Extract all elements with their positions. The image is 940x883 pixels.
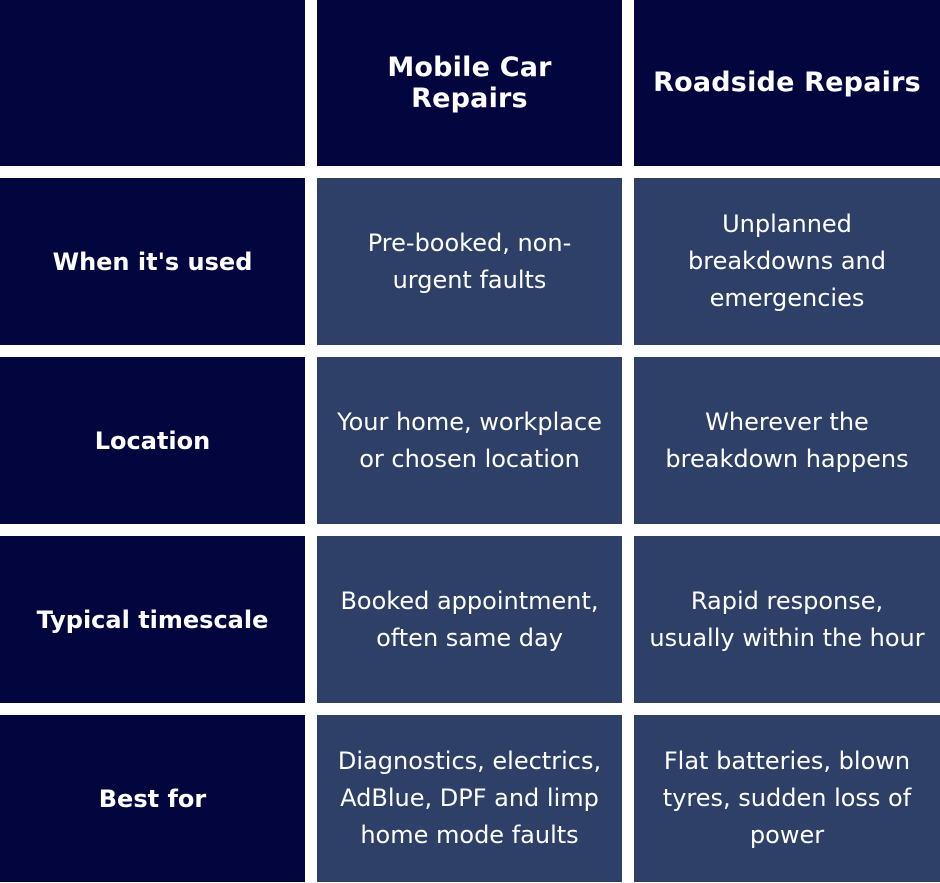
cell-roadside-location: Wherever the breakdown happens: [634, 357, 940, 524]
corner-cell: [0, 0, 305, 166]
column-header-roadside: Roadside Repairs: [634, 0, 940, 166]
cell-text: Rapid response, usually within the hour: [649, 586, 925, 652]
cell-text: Diagnostics, electrics, AdBlue, DPF and …: [337, 747, 602, 849]
row-label-when-used: When it's used: [0, 178, 305, 345]
column-header-roadside-label: Roadside Repairs: [653, 67, 921, 98]
cell-text: Pre-booked, non-urgent faults: [367, 228, 572, 294]
cell-mobile-when-used: Pre-booked, non-urgent faults: [317, 178, 622, 345]
column-header-mobile: Mobile Car Repairs: [317, 0, 622, 166]
cell-roadside-best-for: Flat batteries, blown tyres, sudden loss…: [634, 715, 940, 882]
row-label-text: When it's used: [52, 247, 253, 276]
cell-roadside-when-used: Unplanned breakdowns and emergencies: [634, 178, 940, 345]
row-label-timescale: Typical timescale: [0, 536, 305, 703]
cell-text: Your home, workplace or chosen location: [337, 407, 602, 473]
cell-roadside-timescale: Rapid response, usually within the hour: [634, 536, 940, 703]
column-header-mobile-label: Mobile Car Repairs: [387, 51, 552, 114]
row-label-best-for: Best for: [0, 715, 305, 882]
row-label-text: Best for: [98, 784, 207, 813]
cell-text: Wherever the breakdown happens: [665, 407, 909, 473]
cell-mobile-best-for: Diagnostics, electrics, AdBlue, DPF and …: [317, 715, 622, 882]
row-label-text: Typical timescale: [36, 605, 269, 634]
row-label-location: Location: [0, 357, 305, 524]
cell-text: Flat batteries, blown tyres, sudden loss…: [662, 747, 912, 849]
row-label-text: Location: [94, 426, 211, 455]
cell-mobile-timescale: Booked appointment, often same day: [317, 536, 622, 703]
cell-text: Booked appointment, often same day: [340, 586, 599, 652]
cell-mobile-location: Your home, workplace or chosen location: [317, 357, 622, 524]
cell-text: Unplanned breakdowns and emergencies: [688, 210, 886, 312]
